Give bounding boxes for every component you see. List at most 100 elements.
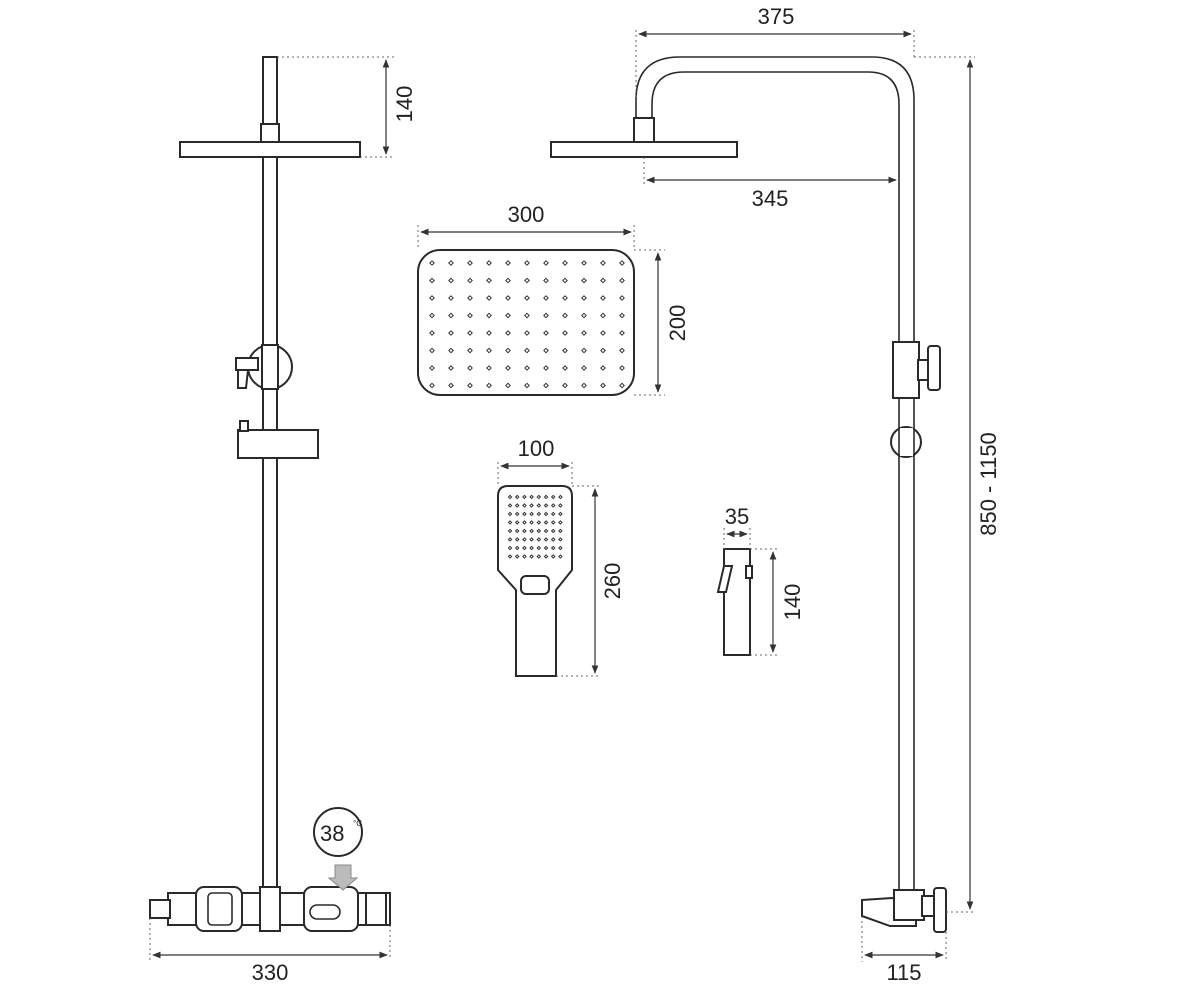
overhead-nozzle [467,260,473,266]
overhead-nozzle [448,312,454,319]
dim-mixer-projection: 115 [861,916,947,985]
hand-nozzle [550,494,556,500]
slider-holder-body [723,548,751,656]
hand-nozzle [514,528,520,534]
overhead-nozzle [562,365,568,371]
hand-nozzle [522,537,527,542]
overhead-nozzle [448,347,454,354]
overhead-nozzle [562,295,568,301]
front-top-stub [262,56,278,130]
hand-nozzle [522,494,527,500]
overhead-nozzle [524,347,530,354]
overhead-nozzle [429,382,435,389]
hand-nozzle [522,511,527,517]
hand-nozzle [550,503,556,508]
front-slider-top [239,420,249,432]
overhead-nozzle [543,277,549,284]
overhead-nozzle [619,295,625,301]
overhead-nozzle [562,277,568,284]
overhead-nozzle [600,277,606,284]
hand-nozzle [543,503,549,508]
front-overhead-head [179,141,361,158]
overhead-nozzle [562,312,568,319]
overhead-nozzle [524,382,530,389]
side-view [550,56,947,933]
mixer-spout [309,904,341,920]
temperature-display [313,807,363,857]
mixer-left-stub [149,899,171,919]
mixer-left-handle-inner [207,892,233,926]
overhead-nozzle [467,312,473,319]
overhead-nozzle [581,365,587,371]
overhead-nozzle [429,330,435,336]
hand-nozzle [550,554,556,559]
hand-nozzle [514,494,520,500]
dim-slider-height: 140 [750,548,805,656]
overhead-nozzle [524,260,530,266]
side-diverter-collar [892,341,920,399]
hand-nozzle [550,537,556,542]
slider-holder [716,548,753,656]
overhead-nozzle [448,260,454,266]
hand-nozzle [529,511,534,517]
overhead-nozzle [467,277,473,284]
overhead-nozzle [619,365,625,371]
hand-nozzle [529,520,534,525]
overhead-nozzle [505,295,511,301]
hand-nozzle [558,554,563,559]
overhead-nozzle [448,295,454,301]
overhead-nozzle [562,260,568,266]
overhead-nozzle [581,295,587,301]
overhead-nozzle [486,260,492,266]
hand-nozzle [550,545,556,551]
overhead-nozzle [505,312,511,319]
overhead-nozzle [467,330,473,336]
front-slider-block [237,429,319,459]
overhead-nozzle [524,312,530,319]
front-diverter-lever [235,357,259,371]
slider-holder-screw [745,565,753,579]
overhead-nozzle [486,347,492,354]
dim-head-projection: 345 [643,157,897,211]
mixer-push-arrow-icon [327,864,359,891]
side-mixer-flange [933,887,947,933]
hand-nozzle [550,520,556,525]
dim-label-head-depth: 200 [665,305,690,342]
overhead-nozzle [429,365,435,371]
hand-nozzle [514,537,520,542]
overhead-nozzle [600,330,606,336]
dim-label-total-height: 850 - 1150 [976,432,1001,536]
hand-nozzle [543,511,549,517]
hand-nozzle [558,511,563,517]
dim-label-arm-reach: 375 [758,4,795,29]
dim-label-slider-height: 140 [780,584,805,621]
dim-total-height: 850 - 1150 [914,56,1001,913]
front-rail-collar [261,344,279,390]
hand-nozzle [507,520,513,525]
overhead-nozzle [467,347,473,354]
overhead-nozzle [429,260,435,266]
overhead-nozzle [619,347,625,354]
hand-nozzle [543,494,549,500]
overhead-head-top-view [417,249,635,396]
overhead-nozzle [467,295,473,301]
overhead-nozzle [448,382,454,389]
overhead-nozzle [448,330,454,336]
hand-nozzle [507,528,513,534]
overhead-nozzle [600,347,606,354]
overhead-nozzle [505,277,511,284]
hand-nozzle [536,520,542,525]
overhead-nozzle [505,330,511,336]
hand-nozzle [536,503,542,508]
dim-label-mixer-projection: 115 [886,960,921,985]
front-head-connector [260,123,280,143]
overhead-nozzle [448,277,454,284]
hand-nozzle [536,537,542,542]
overhead-nozzle [600,312,606,319]
hand-nozzle [536,511,542,517]
overhead-nozzle [562,347,568,354]
hand-nozzle [543,528,549,534]
hand-nozzle [514,511,520,517]
overhead-nozzle [524,295,530,301]
overhead-nozzle [581,312,587,319]
